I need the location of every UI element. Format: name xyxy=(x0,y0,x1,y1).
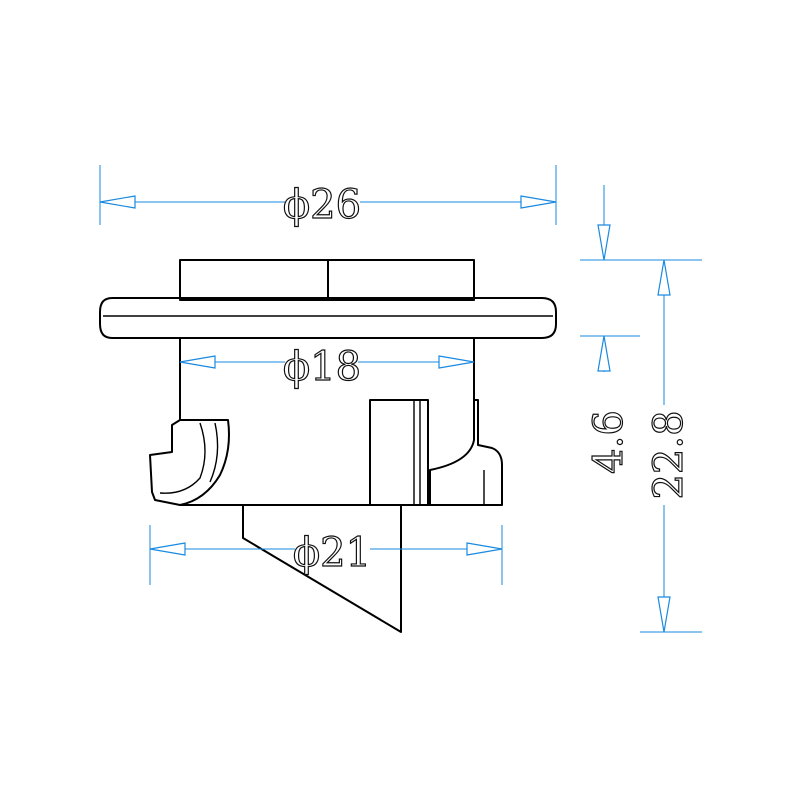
arrow-head-down xyxy=(657,596,671,633)
dimension-label: ϕ26 xyxy=(283,182,361,228)
dimension-label: 22.8 xyxy=(646,410,692,499)
bottom-wedge xyxy=(242,504,402,633)
arrow-head-left xyxy=(149,542,186,556)
left-clip-inner xyxy=(159,422,206,494)
arrow-head-up xyxy=(657,259,671,296)
dimension-total-height: 22.8 xyxy=(640,259,702,633)
arrow-head-up xyxy=(597,335,611,372)
right-clip xyxy=(429,399,503,506)
dimension-label: ϕ21 xyxy=(293,530,371,576)
dimension-outer-diameter: ϕ26 xyxy=(99,165,557,229)
left-clip xyxy=(149,419,230,506)
dimension-label: ϕ18 xyxy=(283,344,361,390)
arrow-head-right xyxy=(520,195,557,209)
arrow-head-right xyxy=(466,542,503,556)
left-clip-inner-2 xyxy=(209,422,219,483)
arrow-head-left xyxy=(99,195,136,209)
dimension-flange-thickness: 4.6 xyxy=(580,185,640,474)
dimension-inner-diameter: ϕ18 xyxy=(179,343,475,391)
part-outline xyxy=(99,259,557,633)
arrow-head-right xyxy=(438,355,475,369)
arrow-head-left xyxy=(179,355,216,369)
right-tab xyxy=(369,399,429,506)
flange xyxy=(99,297,557,339)
arrow-head-down xyxy=(597,224,611,261)
dimension-label: 4.6 xyxy=(586,410,632,474)
dimension-clip-diameter: ϕ21 xyxy=(149,525,503,585)
